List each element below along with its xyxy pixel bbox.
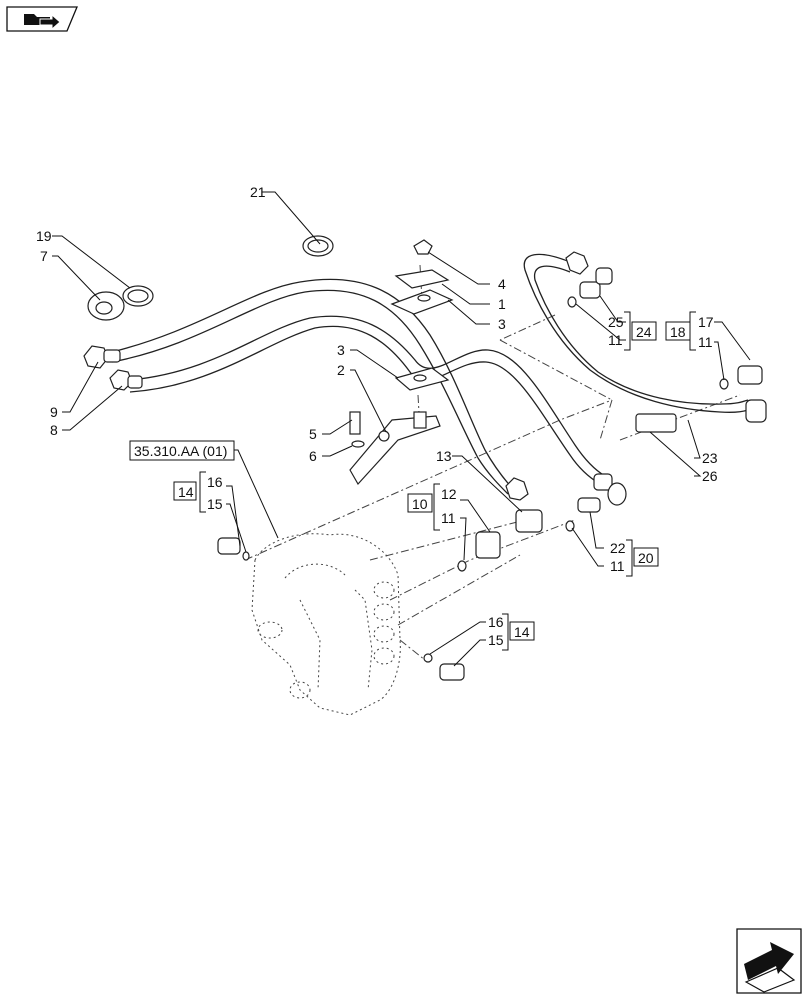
ref-10-text: 10 (412, 496, 428, 512)
callout-1: 1 (498, 296, 506, 312)
ref-18-text: 18 (670, 324, 686, 340)
ref-box-24[interactable] (631, 321, 657, 341)
grommet-7 (87, 291, 125, 321)
ref-24-text: 24 (636, 324, 652, 340)
callout-3: 3 (498, 316, 506, 332)
callout-6: 6 (309, 448, 317, 464)
ref-35-310-text[interactable]: 35.310.AA (01) (134, 443, 227, 459)
callout-15-right: 15 (488, 632, 504, 648)
ref-20-text: 20 (638, 550, 654, 566)
callout-19: 19 (36, 228, 52, 244)
callout-11-lower: 11 (610, 558, 625, 574)
callout-12: 12 (441, 486, 457, 502)
clamp-21 (302, 235, 334, 257)
ref-box-20[interactable] (633, 547, 659, 567)
clamp-19 (122, 285, 154, 307)
callout-labels: 21 19 7 4 1 3 3 2 5 6 9 8 13 35.310.AA (… (36, 184, 718, 648)
folder-arrow-icon[interactable] (6, 6, 78, 32)
callout-26: 26 (702, 468, 718, 484)
callout-11-mid: 11 (441, 510, 456, 526)
ref-box-14-right[interactable] (509, 621, 535, 641)
hose-fittings (83, 251, 767, 506)
ref-14-right-text: 14 (514, 624, 530, 640)
ref-14-left-text: 14 (178, 484, 194, 500)
ref-box-35-310[interactable] (129, 440, 235, 461)
callout-22: 22 (610, 540, 626, 556)
control-valve-outline (251, 533, 401, 716)
hose-right-loop (523, 253, 749, 414)
callout-7: 7 (40, 248, 48, 264)
bracket-top (390, 239, 454, 315)
callout-16-right: 16 (488, 614, 504, 630)
callout-2: 2 (337, 362, 345, 378)
callout-16-left: 16 (207, 474, 223, 490)
callout-17: 17 (698, 314, 714, 330)
callout-23: 23 (702, 450, 718, 466)
callout-11-upper: 11 (608, 332, 623, 348)
ref-box-14-left[interactable] (173, 481, 197, 501)
callout-8: 8 (50, 422, 58, 438)
callout-3-lower: 3 (337, 342, 345, 358)
callout-15-left: 15 (207, 496, 223, 512)
callout-9: 9 (50, 404, 58, 420)
bracket-lower (349, 367, 450, 486)
callout-4: 4 (498, 276, 506, 292)
next-page-arrow-icon[interactable] (736, 928, 802, 994)
ref-box-10[interactable] (407, 493, 433, 513)
callout-21: 21 (250, 184, 266, 200)
callout-13: 13 (436, 448, 452, 464)
reference-boxes (129, 311, 696, 651)
callout-25: 25 (608, 314, 624, 330)
callout-5: 5 (309, 426, 317, 442)
callout-11-right: 11 (698, 334, 713, 350)
